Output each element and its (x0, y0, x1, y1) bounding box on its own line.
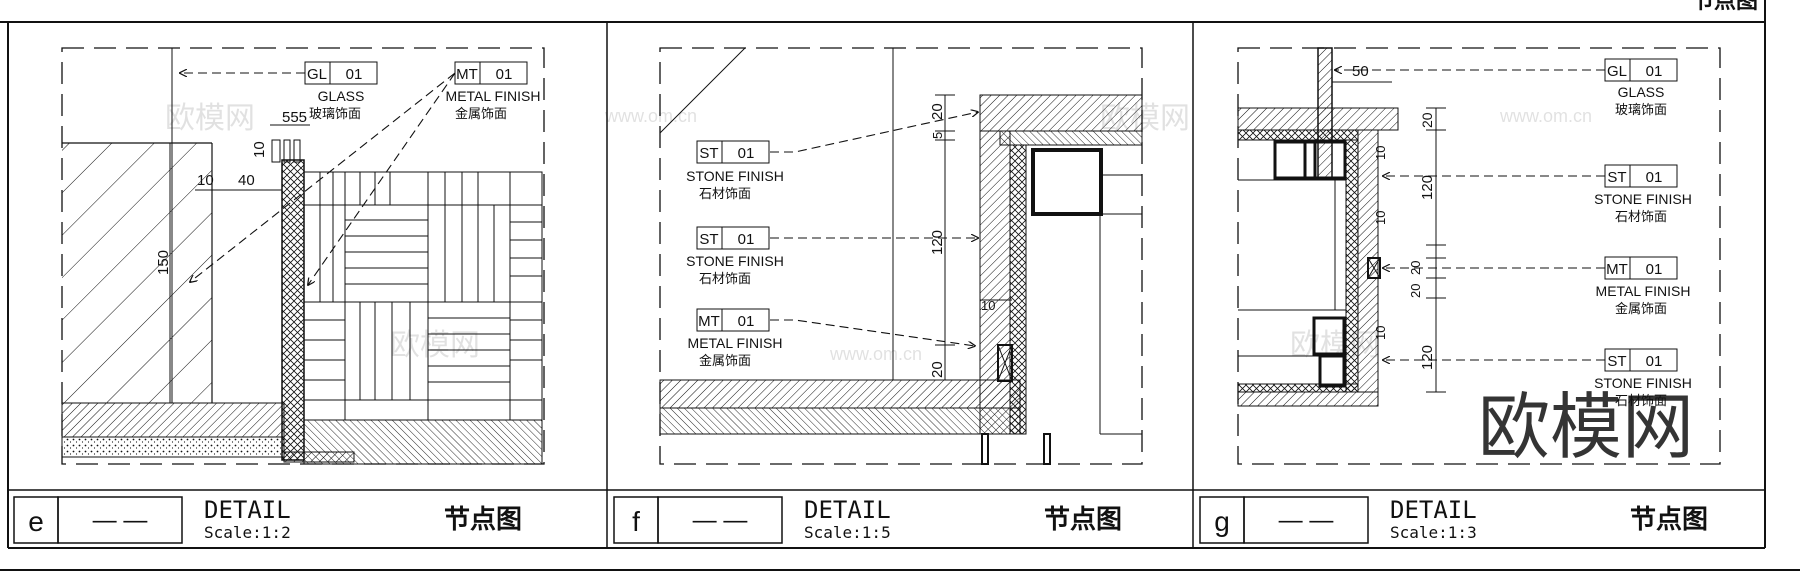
dimension-label: 10 (197, 172, 214, 189)
dimension-label: 10 (1373, 146, 1388, 160)
svg-text:ST: ST (1607, 353, 1626, 370)
dimension-label: 120 (929, 230, 946, 255)
dimension-label: 555 (282, 109, 307, 126)
dimension-label: 10 (1373, 326, 1388, 340)
svg-text:玻璃饰面: 玻璃饰面 (309, 106, 361, 121)
watermark-url: www.om.cn (829, 344, 922, 364)
svg-text:MT: MT (698, 313, 720, 330)
svg-text:01: 01 (738, 231, 755, 248)
detail-title: 节点图 (1044, 504, 1122, 534)
tag-metal-finish: MT 01 METAL FINISH 金属饰面 (688, 308, 783, 368)
dimension-label: 10 (981, 298, 995, 313)
detail-letter: g (1214, 506, 1230, 537)
svg-text:01: 01 (738, 313, 755, 330)
svg-text:GL: GL (307, 66, 327, 83)
title-block-f: f — — DETAIL Scale:1:5 节点图 (613, 496, 1122, 544)
svg-text:石材饰面: 石材饰面 (1615, 209, 1667, 224)
svg-text:ST: ST (699, 145, 718, 162)
svg-text:01: 01 (496, 66, 513, 83)
title-block-g: g — — DETAIL Scale:1:3 节点图 (1199, 496, 1708, 544)
svg-text:MT: MT (1606, 261, 1628, 278)
title-block-e: e — — DETAIL Scale:1:2 节点图 (13, 496, 522, 544)
svg-text:STONE FINISH: STONE FINISH (686, 168, 784, 184)
tag-stone-finish: ST 01 STONE FINISH 石材饰面 (1594, 348, 1692, 408)
svg-text:METAL FINISH: METAL FINISH (446, 88, 541, 104)
detail-dash: — — (93, 507, 148, 534)
detail-dash: — — (693, 507, 748, 534)
detail-label: DETAIL (204, 496, 291, 524)
scale-label: Scale:1:2 (204, 523, 291, 542)
svg-text:ST: ST (699, 231, 718, 248)
dimension-label: 10 (1373, 211, 1388, 225)
detail-label: DETAIL (1390, 496, 1477, 524)
dimension-label: 150 (155, 250, 172, 275)
tag-stone-finish: ST 01 STONE FINISH 石材饰面 (686, 140, 784, 201)
panel-g-drawing: 50 20 10 120 10 20 20 10 120 GL 01 GLASS… (1237, 47, 1721, 465)
svg-text:玻璃饰面: 玻璃饰面 (1615, 102, 1667, 117)
detail-title: 节点图 (444, 504, 522, 534)
svg-text:01: 01 (1646, 261, 1663, 278)
scale-label: Scale:1:3 (1390, 523, 1477, 542)
svg-text:金属饰面: 金属饰面 (1615, 301, 1667, 316)
svg-text:STONE FINISH: STONE FINISH (686, 253, 784, 269)
watermark-layer: 欧模网 欧模网 欧模网 欧模网 www.om.cn www.om.cn www.… (165, 102, 1592, 364)
svg-text:MT: MT (456, 66, 478, 83)
corner-title: 节点图 (1692, 0, 1758, 13)
svg-text:METAL FINISH: METAL FINISH (1596, 283, 1691, 299)
dimension-label: 20 (1419, 112, 1435, 128)
tag-glass: GL 01 GLASS 玻璃饰面 (304, 61, 378, 121)
svg-text:石材饰面: 石材饰面 (1615, 393, 1667, 408)
scale-label: Scale:1:5 (804, 523, 891, 542)
svg-text:01: 01 (346, 66, 363, 83)
watermark-logo: 欧模网 (1478, 388, 1694, 468)
dimension-label: 40 (238, 172, 255, 189)
watermark-url: www.om.cn (604, 106, 697, 126)
dimension-label: 5 (930, 132, 945, 139)
watermark-text: 欧模网 (165, 102, 255, 135)
dimension-label: 20 (929, 103, 946, 120)
svg-text:石材饰面: 石材饰面 (699, 186, 751, 201)
detail-dash: — — (1279, 507, 1334, 534)
dimension-label: 120 (1419, 345, 1436, 370)
detail-label: DETAIL (804, 496, 891, 524)
dimension-label: 10 (251, 141, 268, 158)
svg-text:01: 01 (1646, 169, 1663, 186)
svg-text:GL: GL (1607, 63, 1627, 80)
dimension-label: 20 (1408, 284, 1423, 298)
svg-text:01: 01 (738, 145, 755, 162)
watermark-url: www.om.cn (1499, 106, 1592, 126)
svg-text:GLASS: GLASS (318, 88, 365, 104)
svg-text:METAL FINISH: METAL FINISH (688, 335, 783, 351)
svg-text:金属饰面: 金属饰面 (699, 353, 751, 368)
detail-title: 节点图 (1630, 504, 1708, 534)
tag-metal-finish: MT 01 METAL FINISH 金属饰面 (446, 61, 541, 121)
tag-stone-finish: ST 01 STONE FINISH 石材饰面 (686, 226, 784, 286)
dimension-label: 120 (1419, 175, 1436, 200)
detail-letter: e (28, 506, 44, 537)
svg-text:STONE FINISH: STONE FINISH (1594, 375, 1692, 391)
svg-text:STONE FINISH: STONE FINISH (1594, 191, 1692, 207)
tag-glass: GL 01 GLASS 玻璃饰面 (1604, 58, 1678, 117)
svg-text:石材饰面: 石材饰面 (699, 271, 751, 286)
panel-f-drawing: 20 5 120 10 20 ST 01 STONE FINISH 石材饰面 S… (659, 47, 1143, 465)
tag-metal-finish: MT 01 METAL FINISH 金属饰面 (1596, 256, 1691, 316)
dimension-label: 50 (1352, 63, 1369, 80)
svg-text:01: 01 (1646, 353, 1663, 370)
svg-text:01: 01 (1646, 63, 1663, 80)
panel-e-drawing: 150 10 40 10 555 GL 01 GLASS 玻璃饰面 MT 01 … (61, 47, 545, 465)
tag-stone-finish: ST 01 STONE FINISH 石材饰面 (1594, 164, 1692, 224)
svg-text:金属饰面: 金属饰面 (455, 106, 507, 121)
svg-text:GLASS: GLASS (1618, 84, 1665, 100)
svg-text:ST: ST (1607, 169, 1626, 186)
dimension-label: 20 (929, 361, 946, 378)
detail-letter: f (632, 506, 640, 537)
